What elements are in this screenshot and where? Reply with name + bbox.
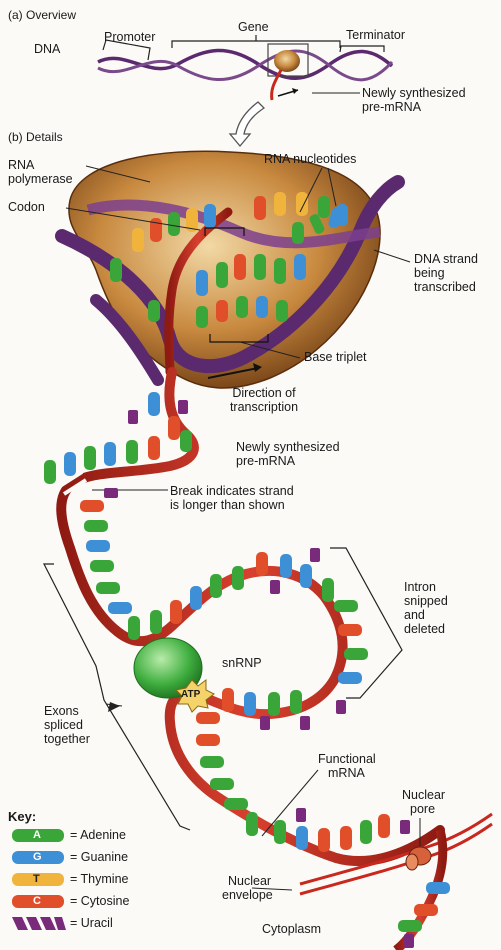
key-title: Key:: [8, 810, 36, 824]
details-section-label: (b) Details: [8, 130, 63, 144]
functional-mrna-label-line1: Functional: [318, 752, 376, 766]
intron-label-line1: Intron: [404, 580, 436, 594]
key-cytosine-letter: C: [33, 894, 41, 908]
key-cytosine-name: = Cytosine: [70, 894, 129, 908]
pre-mrna-label-line1: Newly synthesized: [236, 440, 340, 454]
base-triplet-label: Base triplet: [304, 350, 367, 364]
exons-label-line2: spliced: [44, 718, 83, 732]
rna-polymerase-label-line1: RNA: [8, 158, 34, 172]
overview-polymerase: [274, 50, 300, 72]
intron-label-line2: snipped: [404, 594, 448, 608]
dna-strand-label-line3: transcribed: [414, 280, 476, 294]
key-adenine-name: = Adenine: [70, 828, 126, 842]
exons-label-line1: Exons: [44, 704, 79, 718]
key-uracil-swatch: [12, 917, 66, 930]
nuclear-pore-label-line1: Nuclear: [402, 788, 445, 802]
key-guanine-letter: G: [33, 850, 42, 864]
dna-label: DNA: [34, 42, 60, 56]
intron-label-line3: and: [404, 608, 425, 622]
zoom-arrow: [230, 102, 264, 146]
rna-nucleotides-label: RNA nucleotides: [264, 152, 356, 166]
promoter-label: Promoter: [104, 30, 155, 44]
overview-pre-mrna-label-line1: Newly synthesized: [362, 86, 466, 100]
key-guanine-name: = Guanine: [70, 850, 128, 864]
exons-label-line3: together: [44, 732, 90, 746]
direction-label-line1: Direction of: [214, 386, 314, 400]
nuclear-envelope-label-line1: Nuclear: [228, 874, 271, 888]
overview-pre-mrna-label-line2: pre-mRNA: [362, 100, 421, 114]
break-label-line1: Break indicates strand: [170, 484, 294, 498]
gene-bracket: [172, 35, 340, 48]
nuclear-pore-label-line2: pore: [410, 802, 435, 816]
break-label-line2: is longer than shown: [170, 498, 285, 512]
cytoplasm-nucleotides: [398, 882, 450, 948]
nuclear-envelope-label-line2: envelope: [222, 888, 273, 902]
key-thymine-letter: T: [33, 872, 40, 886]
terminator-label: Terminator: [346, 28, 405, 42]
codon-label: Codon: [8, 200, 45, 214]
snrnp-label: snRNP: [222, 656, 262, 670]
functional-mrna-label-line2: mRNA: [328, 766, 365, 780]
key-thymine-name: = Thymine: [70, 872, 128, 886]
direction-label-line2: transcription: [214, 400, 314, 414]
key-uracil-name: = Uracil: [70, 916, 113, 930]
atp-label: ATP: [181, 688, 200, 702]
overview-section-label: (a) Overview: [8, 8, 76, 22]
overview-dna-helix: [98, 50, 392, 79]
rna-polymerase-label-line2: polymerase: [8, 172, 73, 186]
pre-mrna-label-line2: pre-mRNA: [236, 454, 295, 468]
key-adenine-letter: A: [33, 828, 41, 842]
intron-label-line4: deleted: [404, 622, 445, 636]
dna-strand-label-line2: being: [414, 266, 445, 280]
gene-label: Gene: [238, 20, 269, 34]
cytoplasm-label: Cytoplasm: [262, 922, 321, 936]
dna-strand-label-line1: DNA strand: [414, 252, 478, 266]
